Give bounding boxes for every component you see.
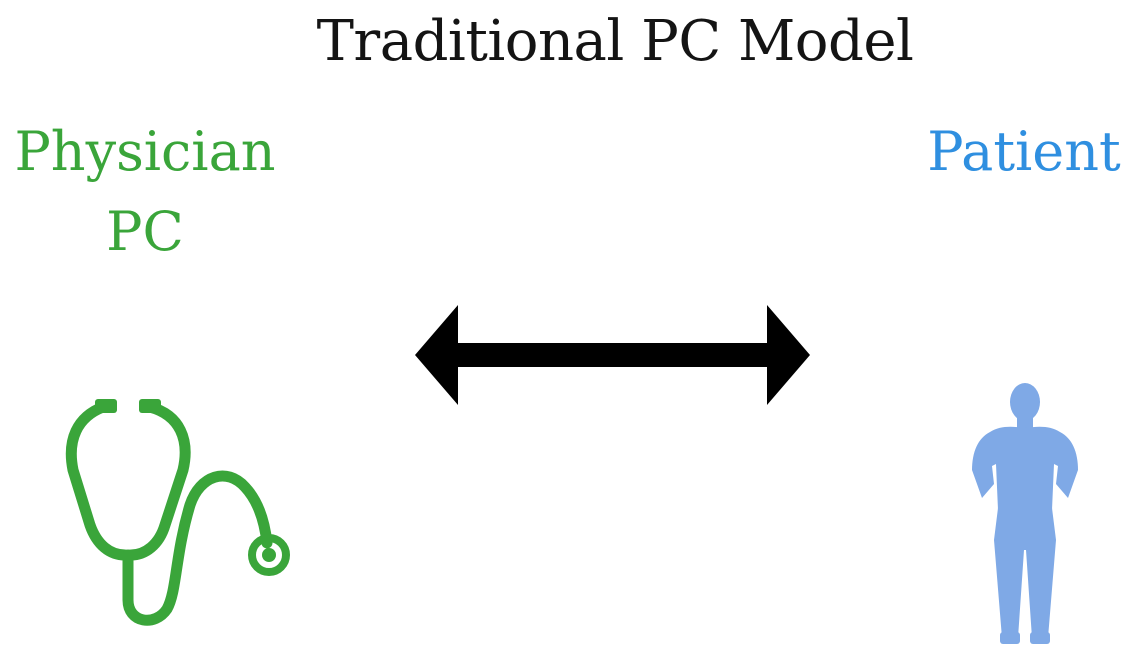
person-icon (972, 383, 1078, 644)
physician-label-line-2: PC (106, 200, 184, 263)
physician-label: Physician PC (0, 112, 290, 272)
double-arrow-icon (415, 305, 810, 405)
stethoscope-icon (65, 399, 290, 626)
patient-label-line-1: Patient (927, 120, 1121, 183)
patient-label: Patient (915, 112, 1133, 192)
physician-label-line-1: Physician (14, 120, 276, 183)
diagram-title: Traditional PC Model (316, 9, 914, 74)
